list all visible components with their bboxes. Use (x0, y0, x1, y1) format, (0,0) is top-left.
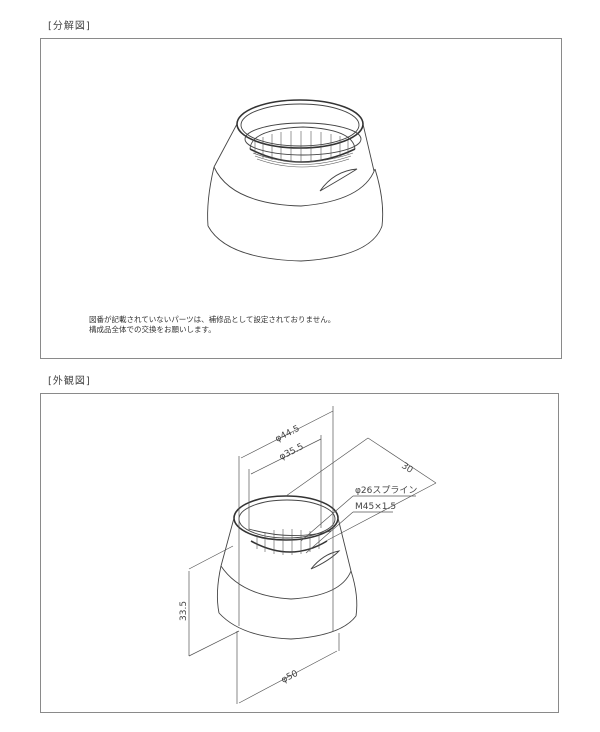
dim-base-diameter: φ50 (280, 669, 300, 686)
cap-part-drawing (207, 99, 384, 262)
dim-thread: M45×1.5 (355, 502, 396, 512)
dim-depth: 30 (399, 461, 414, 476)
exterior-view-frame: φ44.5 φ35.5 30 φ26スプライン M45×1.5 33.5 φ50 (40, 393, 559, 713)
exterior-view-label: [外観図] (48, 376, 91, 387)
exploded-view-label: [分解図] (48, 21, 91, 32)
parts-note-line-1: 図番が記載されていないパーツは、補修品として設定されておりません。 (89, 315, 336, 324)
dim-outer-top-diameter: φ44.5 (274, 424, 302, 445)
cap-dimension-drawing: φ44.5 φ35.5 30 φ26スプライン M45×1.5 33.5 φ50 (179, 406, 437, 704)
dim-height: 33.5 (179, 601, 189, 621)
parts-note-line-2: 構成品全体での交換をお願いします。 (89, 325, 216, 334)
exploded-view-frame: 図番が記載されていないパーツは、補修品として設定されておりません。 構成品全体で… (40, 38, 562, 359)
dim-spline: φ26スプライン (355, 485, 417, 496)
dim-inner-top-diameter: φ35.5 (278, 442, 306, 463)
parts-note: 図番が記載されていないパーツは、補修品として設定されておりません。 構成品全体で… (89, 315, 335, 335)
